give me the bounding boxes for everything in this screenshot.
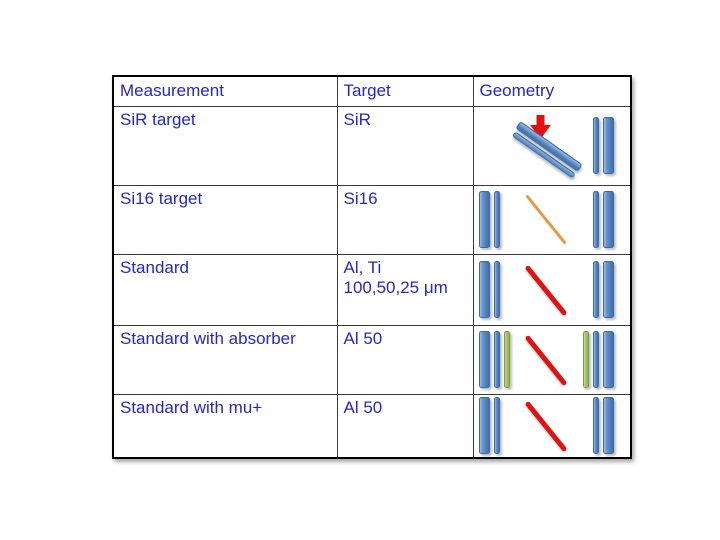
detector-bar-blue-thick: [478, 191, 490, 248]
detector-bar-blue-thin: [494, 191, 500, 248]
detector-bar-blue-thick: [478, 397, 490, 455]
geometry-figure: [474, 261, 631, 318]
detector-bar-blue-thick: [603, 331, 614, 388]
red-down-arrow-icon: [529, 114, 551, 139]
header-row: Measurement Target Geometry: [112, 75, 632, 107]
column-header-geometry: Geometry: [472, 75, 632, 107]
target-line: Al 50: [343, 328, 383, 348]
measurement-cell: Standard with mu+: [112, 393, 338, 459]
measurement-cell: Standard with absorber: [112, 324, 338, 395]
detector-group-right: [593, 261, 614, 318]
detector-group-right: [593, 191, 614, 248]
target-line: Si16: [343, 188, 378, 208]
detector-bar-blue-thin: [593, 191, 599, 248]
detector-bar-blue-thin: [593, 331, 599, 388]
measurement-cell: SiR target: [112, 105, 338, 186]
geometry-tilted-target: [507, 114, 587, 178]
column-header-measurement: Measurement: [112, 75, 338, 107]
detector-bar-blue-thick: [478, 331, 490, 388]
detector-bar-blue-thin: [593, 261, 599, 318]
target-line: 100,50,25 μm: [343, 278, 448, 298]
detector-bar-blue-thick: [478, 261, 490, 318]
detector-group-right: [593, 117, 614, 174]
geometry-cell: [472, 105, 632, 186]
geometry-cell: [472, 324, 632, 395]
target-line: Al, Ti: [343, 257, 382, 277]
beam-line-red: [524, 334, 568, 386]
geometry-figure: [474, 114, 631, 178]
geometry-figure: [474, 191, 631, 248]
measurement-cell: Standard: [112, 253, 338, 326]
column-header-target: Target: [336, 75, 474, 107]
target-cell: Al 50: [336, 393, 474, 459]
detector-group-right: [583, 331, 614, 388]
detector-group-left: [478, 191, 500, 248]
beam-area: [516, 399, 576, 453]
beam-area: [516, 193, 576, 247]
target-cell: SiR: [336, 105, 474, 186]
detector-bar-blue-thick: [603, 397, 614, 455]
detector-bar-blue-thin: [494, 261, 500, 318]
target-cell: Al 50: [336, 324, 474, 395]
detector-bar-blue-thick: [603, 117, 614, 174]
measurement-cell: Si16 target: [112, 184, 338, 255]
beam-line-red: [524, 264, 568, 316]
target-line: Al 50: [343, 397, 383, 417]
detector-group-left: [478, 397, 500, 455]
beam-area: [516, 333, 576, 387]
beam-line-red: [524, 400, 568, 452]
detector-bar-blue-thin: [593, 117, 599, 174]
table-row: Standard with mu+Al 50: [112, 393, 632, 459]
detector-bar-blue-thick: [603, 191, 614, 248]
detector-bar-green-thin: [504, 331, 510, 388]
beam-area: [516, 263, 576, 317]
detector-bar-blue-thin: [494, 331, 500, 388]
detector-group-left: [478, 261, 500, 318]
detector-bar-blue-thin: [593, 397, 599, 455]
geometry-cell: [472, 184, 632, 255]
geometry-figure: [474, 397, 631, 455]
target-line: SiR: [343, 109, 371, 129]
geometry-cell: [472, 393, 632, 459]
geometry-cell: [472, 253, 632, 326]
detector-group-left: [478, 331, 510, 388]
beam-line-orange: [525, 193, 567, 245]
detector-bar-blue-thin: [494, 397, 500, 455]
detector-bar-blue-thick: [603, 261, 614, 318]
target-cell: Si16: [336, 184, 474, 255]
detector-group-right: [593, 397, 614, 455]
geometry-figure: [474, 331, 631, 388]
detector-bar-green-thin: [583, 331, 589, 388]
